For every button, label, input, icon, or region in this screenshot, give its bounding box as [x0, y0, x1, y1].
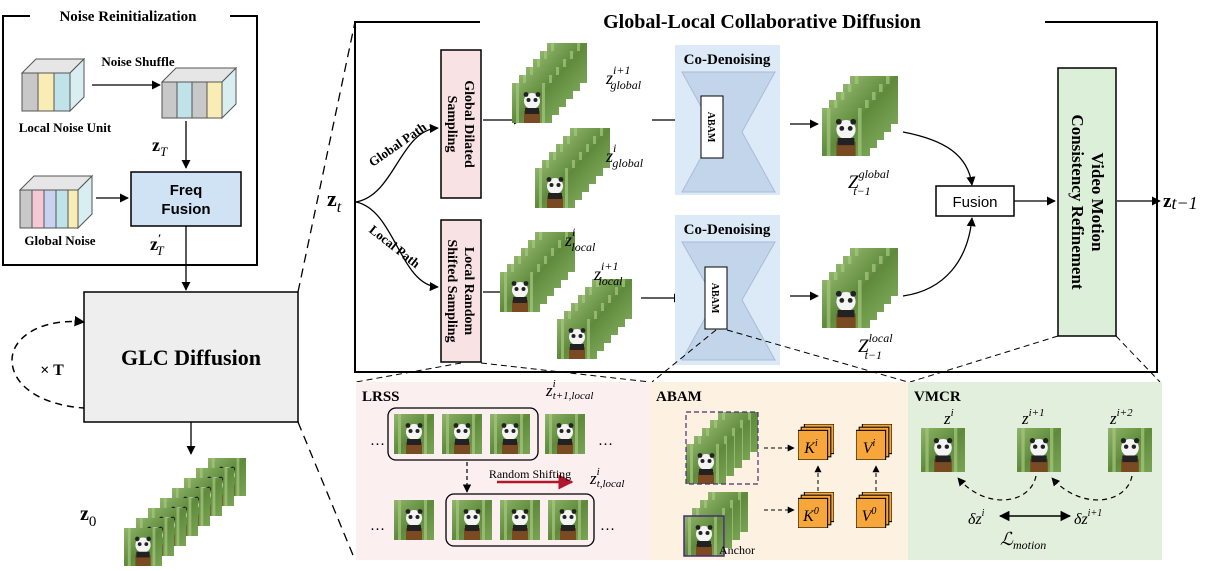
local-frames-bottom [557, 279, 632, 359]
lrss-frame [394, 414, 434, 454]
noise-shuffle-label: Noise Shuffle [101, 54, 175, 69]
lrss-frame [394, 500, 434, 540]
vmcr-z1-label: zi [943, 407, 954, 428]
vmcr-box [1057, 67, 1117, 337]
vmcr-panel: VMCR zi zi+1 zi+2 δzi δzi+1 ℒmotion [908, 382, 1162, 560]
dz1-label: δzi [968, 508, 985, 528]
local-random-shifted-sampling-box [440, 219, 482, 363]
lrss-window-top [387, 407, 539, 461]
vmcr-frame-3 [1108, 428, 1152, 472]
v0-label: V0 [862, 506, 877, 525]
zt1-output-label: zt−1 [1163, 191, 1198, 213]
local-frames-top [500, 232, 575, 312]
abam-bottom-box [704, 266, 728, 330]
zT-label: zT [152, 135, 168, 159]
zt-input-label: zt [327, 186, 342, 216]
local-path-label: Local Path [366, 222, 423, 271]
lrss-window-bottom [445, 493, 595, 547]
lrss-ellipsis-1: … [370, 433, 385, 449]
vmcr-z3-label: zi+2 [1109, 407, 1133, 428]
global-frames-bottom [535, 128, 610, 208]
lrss-frame [442, 414, 482, 454]
times-t-label: × T [40, 362, 64, 379]
zT-prime-label: z′T [150, 231, 164, 258]
abam-panel: ABAM Anchor Ki Vi K0 V0 [650, 382, 908, 560]
global-frames-top [512, 43, 587, 123]
glc-diffusion-label: GLC Diffusion [121, 345, 261, 370]
lrss-frame [548, 500, 588, 540]
motion-loss-label: ℒmotion [1000, 529, 1046, 552]
k0-label: K0 [802, 506, 819, 525]
global-output-frames [822, 76, 898, 156]
global-noise-icon [18, 174, 94, 230]
lrss-frame [545, 414, 585, 454]
vmcr-frame-2 [1017, 428, 1061, 472]
lrss-ellipsis-3: … [370, 518, 385, 534]
noise-reinit-panel: Noise Reinitialization Noise Shuffle Loc… [2, 9, 258, 291]
lrss-frame [490, 414, 530, 454]
abam-anchor-frames [683, 492, 748, 557]
vmcr-z2-label: zi+1 [1021, 407, 1045, 428]
fusion-box [935, 185, 1015, 217]
main-title: Global-Local Collaborative Diffusion [603, 11, 921, 33]
local-noise-unit-label: Local Noise Unit [19, 120, 112, 135]
lrss-frame [500, 500, 540, 540]
vi-label: Vi [863, 438, 876, 457]
global-dilated-sampling-label: Global DilatedSampling [444, 80, 476, 168]
glc-diffusion-block: GLC Diffusion × T z0 [11, 291, 299, 566]
freq-fusion-box [130, 171, 242, 227]
global-noise-label: Global Noise [24, 233, 95, 248]
z0-label: z0 [80, 503, 96, 530]
abam-top-label: ABAM [705, 112, 716, 143]
glc-diffusion-box [83, 291, 299, 423]
noise-reinit-title: Noise Reinitialization [59, 9, 197, 25]
vmcr-title: VMCR [914, 389, 961, 405]
vmcr-label: Video MotionConsistency Refinement [1068, 114, 1107, 290]
abam-query-frames [685, 411, 759, 485]
dz2-label: δzi+1 [1074, 508, 1102, 528]
global-dilated-sampling-box [440, 49, 482, 199]
ki-label: Ki [803, 438, 818, 457]
abam-title: ABAM [656, 389, 702, 405]
local-random-shifted-sampling-label: Local RandomShifted Sampling [444, 239, 476, 342]
lrss-ellipsis-4: … [600, 518, 615, 534]
co-denoising-bottom-label: Co-Denoising [684, 222, 771, 238]
lrss-ellipsis-2: … [598, 433, 613, 449]
abam-top-box [700, 95, 724, 159]
output-video-frames [124, 458, 246, 566]
vmcr-frame-1 [921, 428, 965, 472]
anchor-label: Anchor [719, 543, 755, 557]
fusion-label: Fusion [952, 194, 997, 211]
random-shifting-label: Random Shifting [489, 467, 571, 481]
lrss-frame [452, 500, 492, 540]
co-denoising-top-label: Co-Denoising [684, 52, 771, 68]
shuffled-noise-icon [160, 66, 238, 120]
lrss-title: LRSS [362, 389, 400, 405]
global-local-panel: Global-Local Collaborative Diffusion zt … [327, 11, 1198, 373]
local-output-frames [822, 248, 898, 328]
local-noise-unit-icon [20, 57, 86, 113]
abam-bottom-label: ABAM [709, 283, 720, 314]
